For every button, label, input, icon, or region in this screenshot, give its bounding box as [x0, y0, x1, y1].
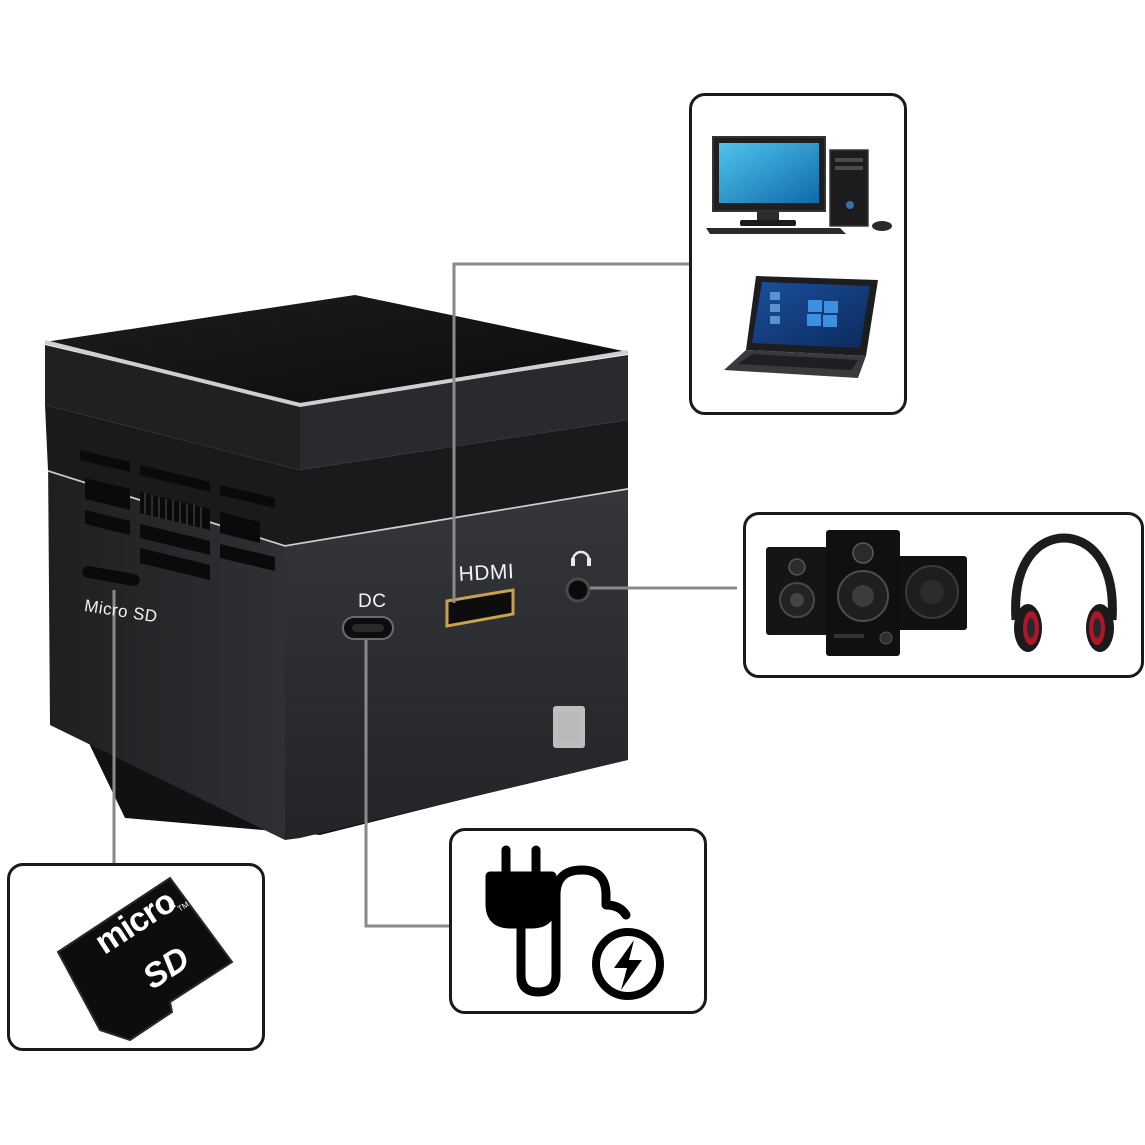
leader-lines	[112, 262, 737, 928]
power-plug-icon	[485, 845, 631, 997]
audio-callout-box	[743, 512, 1144, 678]
micro-sd-card-icon	[56, 876, 234, 1042]
top-block-left	[45, 345, 300, 470]
hdmi-label: HDMI	[458, 560, 515, 586]
device-front-face	[285, 488, 628, 840]
micro-sd-callout-box	[7, 863, 265, 1051]
dc-label: DC	[358, 591, 387, 612]
side-vent	[80, 450, 275, 580]
computer-callout-box	[689, 93, 907, 415]
headphones-icon	[1011, 533, 1117, 652]
hdmi-leader-line	[452, 262, 690, 603]
dc-leader-line	[364, 640, 450, 928]
charging-bolt-icon	[592, 928, 664, 1000]
desktop-computer-icon	[706, 136, 892, 234]
top-trim	[44, 340, 629, 408]
audio-jack	[565, 577, 591, 603]
top-block-front	[300, 355, 628, 470]
power-callout-box	[449, 828, 707, 1014]
mini-pc-device	[44, 295, 629, 840]
vent-bars	[144, 493, 202, 528]
speaker-system-icon	[766, 530, 967, 656]
laptop-icon	[724, 276, 878, 378]
micro-sd-slot	[82, 566, 140, 586]
headphone-symbol-icon	[571, 550, 591, 561]
hdmi-port	[445, 588, 515, 628]
